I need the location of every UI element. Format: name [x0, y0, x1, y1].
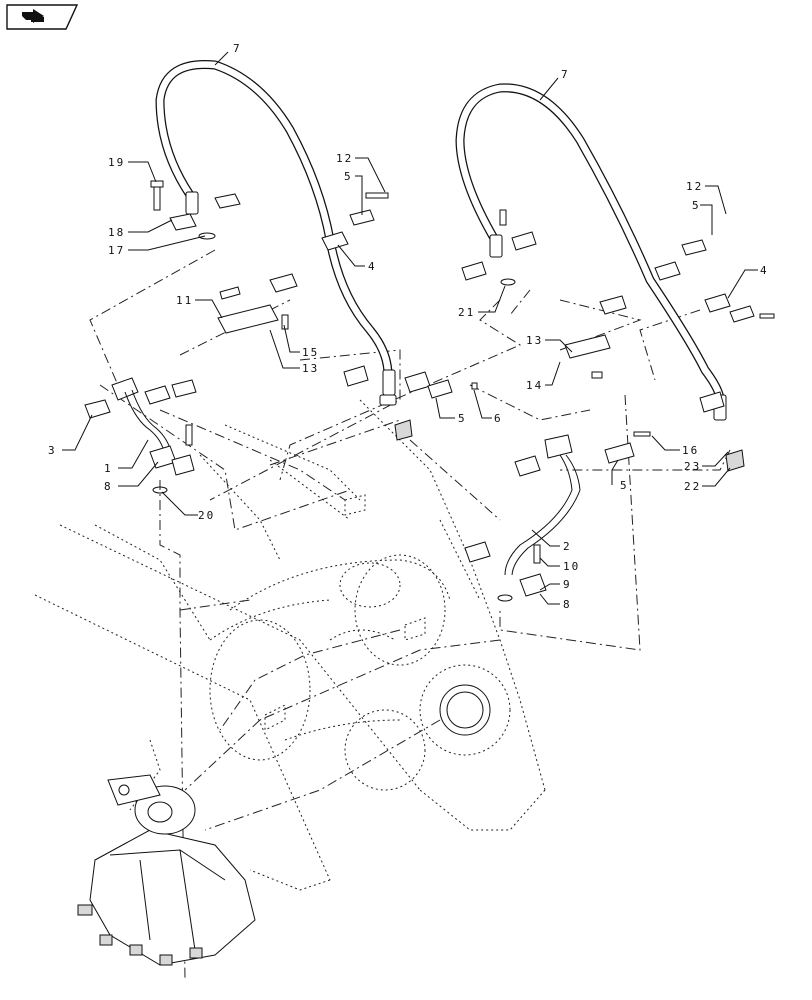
callout-label: 8 — [104, 480, 113, 493]
callout-label: 4 — [368, 260, 377, 273]
callout-label: 11 — [176, 294, 193, 307]
callout-label: 3 — [48, 444, 57, 457]
callout-label: 7 — [561, 68, 570, 81]
hose-right — [455, 83, 727, 421]
callout-label: 1 — [104, 462, 113, 475]
callout-label: 19 — [108, 156, 125, 169]
leader-lines — [89, 249, 731, 981]
control-valve — [77, 774, 256, 966]
callout-label: 16 — [682, 444, 699, 457]
callout-label: 8 — [563, 598, 572, 611]
previous-page-button[interactable] — [6, 4, 78, 30]
callout-label: 5 — [458, 412, 467, 425]
callout-label: 18 — [108, 226, 125, 239]
callout-label: 14 — [526, 379, 543, 392]
hose-left — [155, 59, 397, 406]
boom-outline — [34, 399, 546, 891]
callout-label: 12 — [686, 180, 703, 193]
callout-label: 6 — [494, 412, 503, 425]
callout-label: 20 — [198, 509, 215, 522]
callout-label: 12 — [336, 152, 353, 165]
callout-label: 5 — [692, 199, 701, 212]
callout-label: 17 — [108, 244, 125, 257]
arrow-right-icon — [6, 4, 78, 30]
callout-label: 2 — [563, 540, 572, 553]
callout-label: 23 — [684, 460, 701, 473]
callout-label: 4 — [760, 264, 769, 277]
callout-label: 7 — [233, 42, 242, 55]
callout-label: 13 — [526, 334, 543, 347]
callout-leaders — [62, 51, 758, 605]
callout-label: 9 — [563, 578, 572, 591]
callout-label: 13 — [302, 362, 319, 375]
callout-labels: 7 7 19 18 17 12 5 4 11 15 13 3 1 8 20 5 … — [48, 42, 769, 611]
hardware — [84, 180, 775, 602]
callout-label: 5 — [620, 479, 629, 492]
callout-label: 10 — [563, 560, 580, 573]
callout-label: 5 — [344, 170, 353, 183]
callout-label: 22 — [684, 480, 701, 493]
callout-label: 15 — [302, 346, 319, 359]
callout-label: 21 — [458, 306, 475, 319]
